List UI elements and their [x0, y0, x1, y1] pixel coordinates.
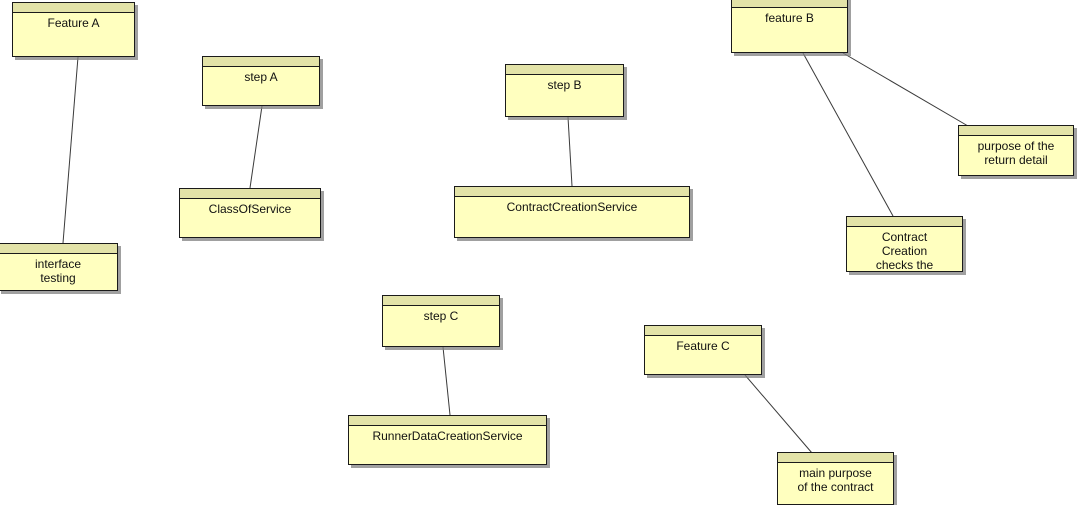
uml-node-label-main-purpose-of-the-contract: main purpose of the contract — [797, 466, 874, 494]
uml-node-label-class-of-service: ClassOfService — [208, 202, 292, 216]
uml-node-header-feature-c — [645, 326, 761, 336]
connector-line — [842, 52, 969, 127]
uml-node-label-runner-data-creation-service: RunnerDataCreationService — [372, 429, 523, 443]
connector-line — [62, 56, 79, 244]
uml-node-feature-a[interactable]: Feature A — [12, 2, 135, 57]
uml-node-label-contract-creation-service: ContractCreationService — [506, 200, 638, 214]
uml-node-body-step-b: step B — [506, 75, 623, 116]
uml-node-step-b[interactable]: step B — [505, 64, 624, 117]
uml-node-header-runner-data-creation-service — [349, 416, 546, 426]
uml-node-feature-c[interactable]: Feature C — [644, 325, 762, 375]
uml-node-header-step-c — [383, 296, 499, 306]
uml-node-header-interface-testing — [0, 244, 117, 254]
uml-node-label-feature-a: Feature A — [47, 16, 100, 30]
uml-node-body-main-purpose-of-the-contract: main purpose of the contract — [778, 463, 893, 504]
uml-node-body-purpose-of-the-return-detail: purpose of the return detail — [959, 136, 1073, 175]
uml-node-header-contract-creation-checks-the — [847, 217, 962, 227]
uml-node-body-runner-data-creation-service: RunnerDataCreationService — [349, 426, 546, 464]
uml-node-body-feature-b: feature B — [732, 8, 847, 52]
uml-node-label-feature-c: Feature C — [676, 339, 730, 353]
uml-node-interface-testing[interactable]: interface testing — [0, 243, 118, 291]
uml-node-header-step-a — [203, 57, 319, 67]
uml-node-header-main-purpose-of-the-contract — [778, 453, 893, 463]
uml-node-step-a[interactable]: step A — [202, 56, 320, 106]
uml-node-body-contract-creation-service: ContractCreationService — [455, 197, 689, 237]
uml-node-header-purpose-of-the-return-detail — [959, 126, 1073, 136]
uml-node-header-feature-a — [13, 3, 134, 13]
uml-node-body-step-c: step C — [383, 306, 499, 346]
uml-node-header-feature-b — [732, 0, 847, 8]
uml-node-label-purpose-of-the-return-detail: purpose of the return detail — [977, 139, 1055, 167]
uml-node-body-class-of-service: ClassOfService — [180, 199, 320, 237]
uml-node-body-feature-c: Feature C — [645, 336, 761, 374]
uml-node-feature-b[interactable]: feature B — [731, 0, 848, 53]
uml-node-label-feature-b: feature B — [765, 11, 814, 25]
uml-node-body-step-a: step A — [203, 67, 319, 105]
uml-node-step-c[interactable]: step C — [382, 295, 500, 347]
uml-node-body-feature-a: Feature A — [13, 13, 134, 56]
connector-line — [802, 52, 894, 217]
uml-node-body-interface-testing: interface testing — [0, 254, 117, 290]
uml-node-contract-creation-service[interactable]: ContractCreationService — [454, 186, 690, 238]
uml-node-body-contract-creation-checks-the: Contract Creation checks the — [847, 227, 962, 271]
uml-node-label-interface-testing: interface testing — [34, 257, 82, 285]
uml-node-purpose-of-the-return-detail[interactable]: purpose of the return detail — [958, 125, 1074, 176]
uml-node-label-step-a: step A — [244, 70, 278, 84]
connector-line — [567, 116, 573, 187]
connector-line — [442, 346, 451, 416]
uml-node-runner-data-creation-service[interactable]: RunnerDataCreationService — [348, 415, 547, 465]
connector-line — [744, 374, 813, 454]
uml-node-label-contract-creation-checks-the: Contract Creation checks the — [875, 230, 934, 272]
uml-node-label-step-b: step B — [547, 78, 582, 92]
uml-node-main-purpose-of-the-contract[interactable]: main purpose of the contract — [777, 452, 894, 505]
uml-node-label-step-c: step C — [423, 309, 459, 323]
uml-node-class-of-service[interactable]: ClassOfService — [179, 188, 321, 238]
uml-node-header-step-b — [506, 65, 623, 75]
uml-node-header-class-of-service — [180, 189, 320, 199]
uml-node-header-contract-creation-service — [455, 187, 689, 197]
connector-line — [249, 105, 263, 189]
uml-node-contract-creation-checks-the[interactable]: Contract Creation checks the — [846, 216, 963, 272]
